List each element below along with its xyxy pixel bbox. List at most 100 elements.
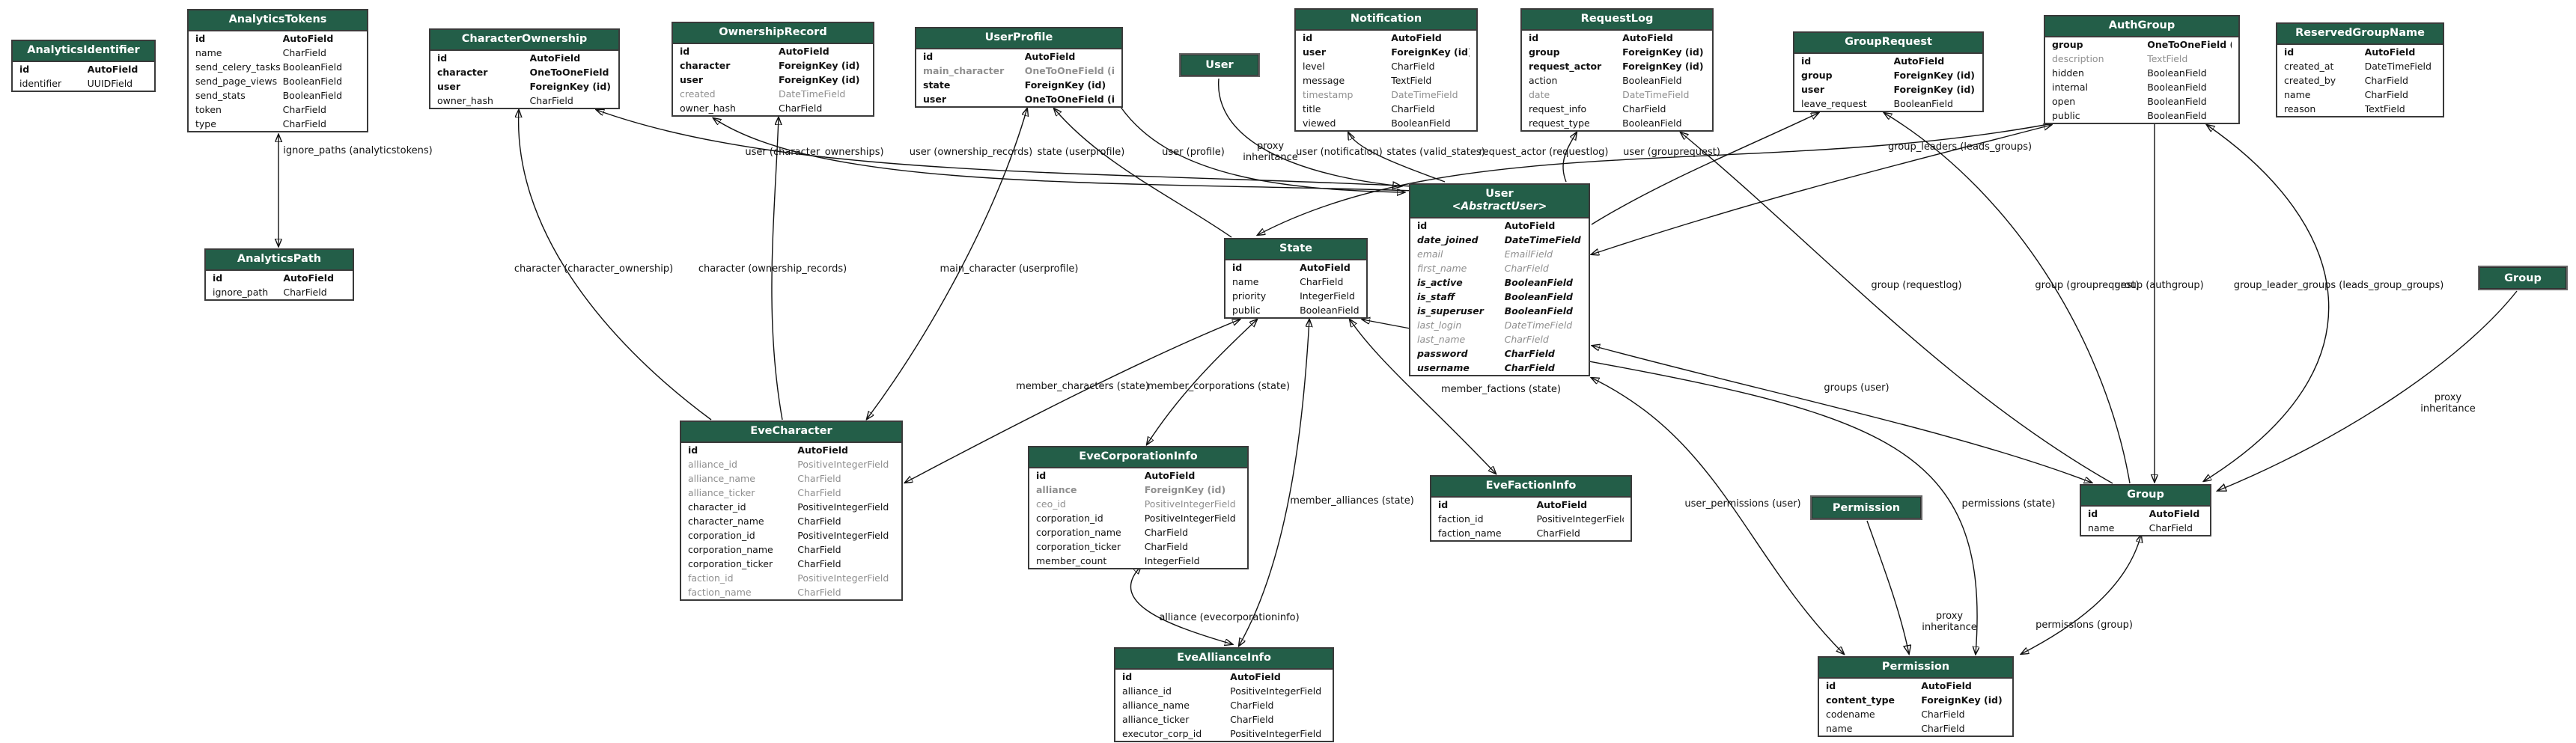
field-type: CharField	[797, 516, 841, 527]
field-name: user	[680, 74, 703, 85]
model-title: Permission	[1819, 658, 2012, 679]
model-title: CharacterOwnership	[430, 30, 618, 51]
edge-label: proxy inheritance	[1922, 611, 1977, 633]
field-type: CharField	[1921, 723, 1965, 734]
field-name: date	[1529, 89, 1550, 100]
field-name: id	[2088, 508, 2098, 519]
field-type: ForeignKey (id)	[1893, 84, 1976, 95]
edge-label: group (requestlog)	[1871, 280, 1962, 291]
field-name: id	[195, 33, 206, 44]
field-type: BooleanField	[2147, 67, 2207, 79]
field-type: OneToOneField (id)	[529, 67, 612, 78]
field-type: DateTimeField	[778, 88, 846, 100]
field-type: CharField	[1391, 61, 1435, 72]
field-name: request_type	[1529, 117, 1590, 129]
field-name: is_superuser	[1417, 305, 1484, 317]
field-name: send_stats	[195, 90, 246, 101]
field-name: date_joined	[1417, 234, 1479, 245]
model-title: OwnershipRecord	[673, 23, 873, 44]
field-name: id	[213, 272, 223, 284]
field-type: TextField	[2147, 53, 2188, 64]
field-type: AutoField	[1144, 470, 1196, 481]
field-name: codename	[1826, 709, 1875, 720]
field-type: CharField	[1230, 714, 1274, 725]
field-type: CharField	[1300, 276, 1344, 287]
field-type: CharField	[1921, 709, 1965, 720]
field-type: CharField	[1391, 103, 1435, 114]
field-name: id	[1036, 470, 1047, 481]
field-type: OneToOneField (id)	[1024, 94, 1115, 105]
field-name: created_at	[2284, 61, 2334, 72]
field-name: priority	[1232, 290, 1267, 302]
field-type: CharField	[2364, 75, 2408, 86]
field-type: AutoField	[1504, 220, 1556, 231]
field-name: id	[1232, 262, 1243, 273]
field-type: BooleanField	[1504, 291, 1573, 302]
edge-group-requestlog	[1681, 132, 2113, 484]
field-name: alliance_ticker	[688, 487, 755, 498]
edge-states-valid-states	[1258, 123, 2053, 235]
field-type: DateTimeField	[1391, 89, 1458, 100]
field-name: member_count	[1036, 555, 1107, 566]
field-type: CharField	[1504, 362, 1555, 373]
field-type: ForeignKey (id)	[1622, 46, 1704, 58]
field-type: AutoField	[1622, 32, 1673, 43]
edge-label: user (notification)	[1296, 147, 1383, 158]
field-name: alliance_ticker	[1122, 714, 1190, 725]
field-type: CharField	[2149, 522, 2193, 533]
edge-label: groups (user)	[1824, 382, 1890, 394]
field-name: id	[923, 51, 934, 62]
field-name: request_info	[1529, 103, 1587, 114]
field-name: state	[923, 79, 951, 91]
field-name: type	[195, 118, 216, 129]
field-name: id	[1417, 220, 1428, 231]
field-type: AutoField	[2364, 46, 2416, 58]
field-type: OneToOneField (id)	[2147, 39, 2232, 50]
field-name: alliance_name	[688, 473, 755, 484]
field-name: send_page_views	[195, 76, 278, 87]
edge-label: member_factions (state)	[1441, 384, 1561, 395]
edge-label: group_leaders (leads_groups)	[1887, 141, 2033, 153]
model-title: ReservedGroupName	[2277, 24, 2443, 45]
field-name: name	[2284, 89, 2311, 100]
field-name: action	[1529, 75, 1558, 86]
field-name: created_by	[2284, 75, 2336, 86]
model-field-row: id AutoField	[1029, 468, 1247, 483]
